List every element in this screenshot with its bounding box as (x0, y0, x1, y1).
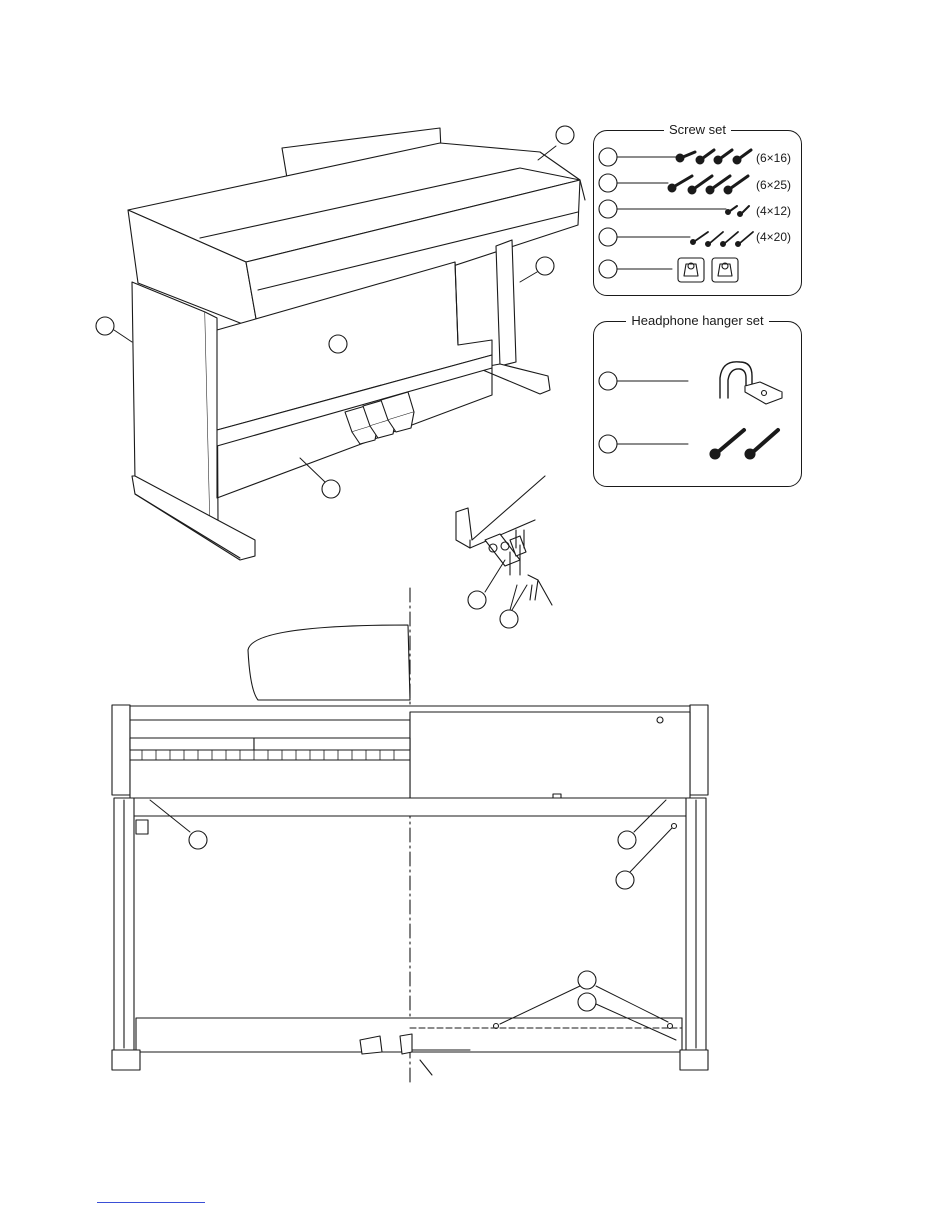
cord-holder-icon (677, 257, 739, 283)
headphone-set-title: Headphone hanger set (626, 313, 769, 328)
screw-size-4x12: (4×12) (756, 204, 792, 218)
screw-set-panel: Screw set (6×16) (6×25) (4×12) (4×20) (593, 122, 802, 296)
screw-size-6x16: (6×16) (756, 151, 792, 165)
screw-set-callouts (598, 147, 727, 279)
front-view-callouts (149, 799, 677, 1041)
pedal-callouts (467, 559, 528, 629)
screw-icon (709, 428, 780, 460)
pedal-assembly-icon (455, 475, 553, 606)
screw-size-4x20: (4×20) (756, 230, 792, 244)
screw-icon (667, 148, 754, 247)
screw-size-6x25: (6×25) (756, 178, 792, 192)
footer-link-underline[interactable] (97, 1202, 205, 1203)
piano-callouts (95, 125, 575, 499)
headphone-hanger-icon (719, 361, 783, 405)
headphone-set-panel: Headphone hanger set (593, 313, 802, 487)
piano-illustration-icon (127, 127, 586, 561)
headphone-set-title-wrap: Headphone hanger set (594, 312, 801, 330)
screw-set-title-wrap: Screw set (594, 121, 801, 139)
screw-set-title: Screw set (663, 122, 732, 137)
front-view-illustration-icon (111, 587, 709, 1086)
headphone-set-callouts (598, 371, 689, 454)
